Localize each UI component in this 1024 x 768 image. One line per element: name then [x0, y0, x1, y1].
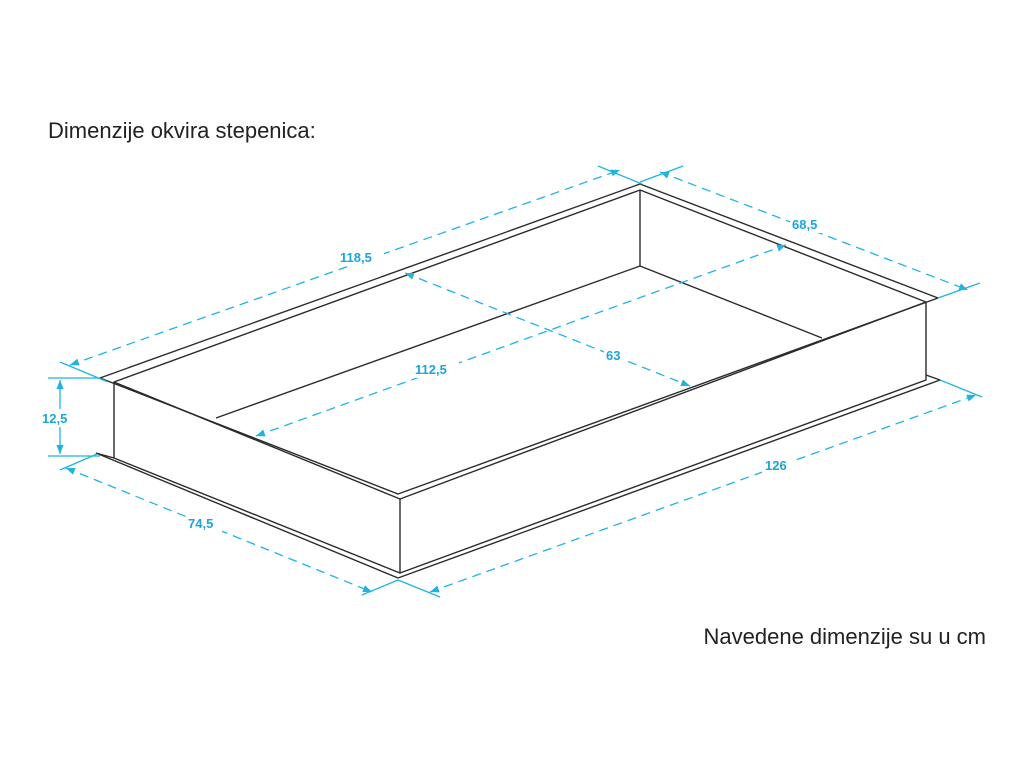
inner-back-wall-right	[639, 265, 823, 339]
dim-line-inner-width	[404, 272, 691, 387]
ext-line-top-mid	[597, 165, 643, 185]
inner-rim	[113, 189, 927, 500]
label-top-width: 68,5	[792, 217, 817, 232]
frame-outline	[95, 183, 941, 579]
base-plate-left-end	[95, 452, 115, 459]
dim-line-top-width	[659, 171, 969, 291]
dim-line-base-length	[429, 394, 977, 593]
ext-line-base-front	[397, 579, 441, 598]
base-plate-left	[95, 452, 399, 579]
ext-line-base-left	[59, 453, 98, 471]
ext-line-base-right	[939, 379, 983, 398]
label-height: 12,5	[42, 411, 67, 426]
ext-line-top-right-front	[937, 282, 981, 299]
label-inner-width: 63	[606, 348, 620, 363]
inner-back-wall-left	[215, 190, 641, 419]
diagram-title: Dimenzije okvira stepenica:	[48, 118, 316, 143]
ext-line-top-right-back	[639, 165, 684, 183]
label-base-length: 126	[765, 458, 787, 473]
dimension-lines	[48, 165, 983, 598]
label-inner-length: 112,5	[415, 362, 447, 377]
units-note: Navedene dimenzije su u cm	[703, 624, 986, 649]
dimension-labels: 118,5 68,5 112,5 63 12,5 74,5 126	[40, 215, 826, 532]
dim-line-inner-length	[255, 244, 787, 437]
ext-line-top-left	[59, 361, 109, 383]
label-top-length: 118,5	[340, 250, 372, 265]
dim-line-top-length	[69, 169, 621, 366]
front-right-wall	[399, 302, 927, 574]
base-plate-right	[397, 374, 941, 579]
label-base-width: 74,5	[188, 516, 213, 531]
ext-line-base-mid	[361, 579, 399, 596]
